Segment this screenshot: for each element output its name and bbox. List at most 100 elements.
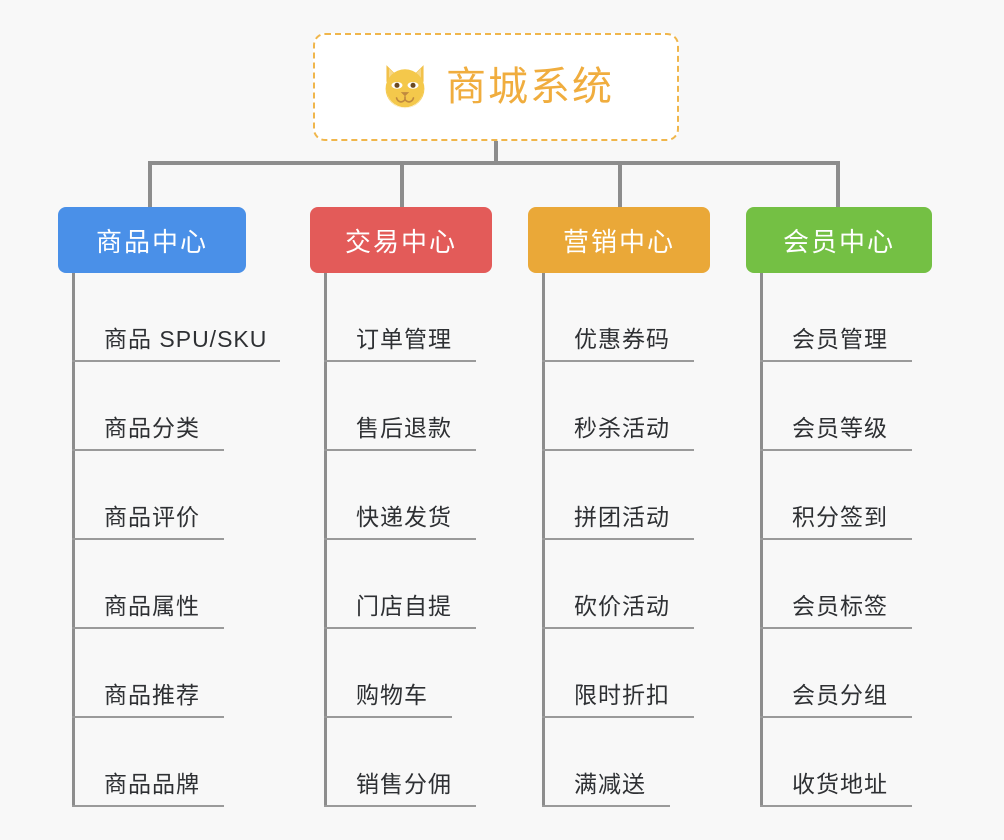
root-stem-line: [494, 141, 498, 165]
leaf-label: 秒杀活动: [574, 415, 670, 441]
leaf-underline: [324, 627, 476, 629]
list-item[interactable]: 会员标签: [760, 540, 932, 629]
branch-header-label-1: 商品中心: [95, 226, 208, 257]
leaf-label: 拼团活动: [574, 504, 670, 530]
list-item[interactable]: 优惠券码: [542, 273, 710, 362]
leaf-spine-4: [760, 273, 763, 807]
leaf-underline: [324, 805, 476, 807]
leaf-underline: [760, 716, 912, 718]
leaf-list-4: 会员管理 会员等级 积分签到 会员标签 会员分组 收货地址: [746, 273, 932, 807]
list-item[interactable]: 商品品牌: [72, 718, 246, 807]
leaf-label: 快递发货: [356, 504, 452, 530]
leaf-underline: [72, 360, 280, 362]
leaf-label: 积分签到: [792, 504, 888, 530]
leaf-underline: [542, 627, 694, 629]
leaf-label: 销售分佣: [356, 771, 452, 797]
leaf-underline: [760, 805, 912, 807]
root-node[interactable]: 商城系统: [313, 33, 679, 141]
leaf-underline: [72, 805, 224, 807]
leaf-underline: [760, 360, 912, 362]
leaf-spine-3: [542, 273, 545, 807]
leaf-spine-2: [324, 273, 327, 807]
list-item[interactable]: 会员等级: [760, 362, 932, 451]
leaf-label: 会员分组: [792, 682, 888, 708]
branch-header-label-2: 交易中心: [344, 226, 457, 257]
leaf-label: 商品品牌: [104, 771, 200, 797]
root-title: 商城系统: [446, 65, 614, 109]
branch-column-商品中心: 商品中心 商品 SPU/SKU 商品分类 商品评价 商品属性 商品推荐: [58, 207, 280, 807]
leaf-label: 优惠券码: [574, 326, 670, 352]
leaf-underline: [72, 716, 224, 718]
leaf-label: 门店自提: [356, 593, 452, 619]
branch-drop-line-2: [400, 161, 404, 209]
leaf-label: 限时折扣: [574, 682, 670, 708]
branch-drop-line-1: [148, 161, 152, 209]
leaf-underline: [72, 449, 224, 451]
leaf-label: 会员等级: [792, 415, 888, 441]
list-item[interactable]: 拼团活动: [542, 451, 710, 540]
leaf-label: 商品 SPU/SKU: [104, 326, 268, 352]
leaf-underline: [324, 538, 476, 540]
leaf-spine-1: [72, 273, 75, 807]
list-item[interactable]: 购物车: [324, 629, 492, 718]
leaf-label: 会员标签: [792, 593, 888, 619]
list-item[interactable]: 收货地址: [760, 718, 932, 807]
list-item[interactable]: 销售分佣: [324, 718, 492, 807]
leaf-underline: [760, 449, 912, 451]
leaf-underline: [760, 538, 912, 540]
branch-header-2[interactable]: 交易中心: [310, 207, 492, 273]
leaf-label: 售后退款: [356, 415, 452, 441]
leaf-underline: [324, 716, 452, 718]
leaf-list-3: 优惠券码 秒杀活动 拼团活动 砍价活动 限时折扣 满减送: [528, 273, 710, 807]
list-item[interactable]: 会员分组: [760, 629, 932, 718]
leaf-underline: [542, 716, 694, 718]
list-item[interactable]: 门店自提: [324, 540, 492, 629]
leaf-label: 商品推荐: [104, 682, 200, 708]
leaf-list-2: 订单管理 售后退款 快递发货 门店自提 购物车 销售分佣: [310, 273, 492, 807]
branch-header-label-4: 会员中心: [782, 226, 895, 257]
leaf-label: 商品分类: [104, 415, 200, 441]
list-item[interactable]: 商品分类: [72, 362, 246, 451]
branch-header-3[interactable]: 营销中心: [528, 207, 710, 273]
list-item[interactable]: 商品 SPU/SKU: [72, 273, 280, 362]
leaf-list-1: 商品 SPU/SKU 商品分类 商品评价 商品属性 商品推荐 商品品牌: [58, 273, 280, 807]
list-item[interactable]: 订单管理: [324, 273, 492, 362]
branch-column-营销中心: 营销中心 优惠券码 秒杀活动 拼团活动 砍价活动 限时折扣: [528, 207, 710, 807]
shiba-dog-face-icon: [385, 65, 425, 110]
leaf-underline: [542, 805, 670, 807]
list-item[interactable]: 商品属性: [72, 540, 246, 629]
leaf-label: 商品评价: [104, 504, 200, 530]
branch-drop-line-4: [836, 161, 840, 209]
leaf-underline: [324, 449, 476, 451]
list-item[interactable]: 售后退款: [324, 362, 492, 451]
branch-header-1[interactable]: 商品中心: [58, 207, 246, 273]
list-item[interactable]: 会员管理: [760, 273, 932, 362]
list-item[interactable]: 满减送: [542, 718, 710, 807]
leaf-underline: [542, 538, 694, 540]
leaf-label: 满减送: [574, 771, 646, 797]
leaf-underline: [542, 449, 694, 451]
branch-header-label-3: 营销中心: [562, 226, 675, 257]
leaf-underline: [72, 627, 224, 629]
list-item[interactable]: 秒杀活动: [542, 362, 710, 451]
leaf-label: 砍价活动: [574, 593, 670, 619]
list-item[interactable]: 快递发货: [324, 451, 492, 540]
branch-header-4[interactable]: 会员中心: [746, 207, 932, 273]
branch-column-会员中心: 会员中心 会员管理 会员等级 积分签到 会员标签 会员分组: [746, 207, 932, 807]
leaf-label: 商品属性: [104, 593, 200, 619]
list-item[interactable]: 商品评价: [72, 451, 246, 540]
branch-bus-line: [148, 161, 840, 165]
leaf-label: 订单管理: [356, 326, 452, 352]
leaf-label: 收货地址: [792, 771, 888, 797]
branch-drop-line-3: [618, 161, 622, 209]
list-item[interactable]: 积分签到: [760, 451, 932, 540]
list-item[interactable]: 限时折扣: [542, 629, 710, 718]
leaf-label: 购物车: [356, 682, 428, 708]
list-item[interactable]: 商品推荐: [72, 629, 246, 718]
branch-column-交易中心: 交易中心 订单管理 售后退款 快递发货 门店自提 购物车: [310, 207, 492, 807]
leaf-label: 会员管理: [792, 326, 888, 352]
leaf-underline: [760, 627, 912, 629]
list-item[interactable]: 砍价活动: [542, 540, 710, 629]
